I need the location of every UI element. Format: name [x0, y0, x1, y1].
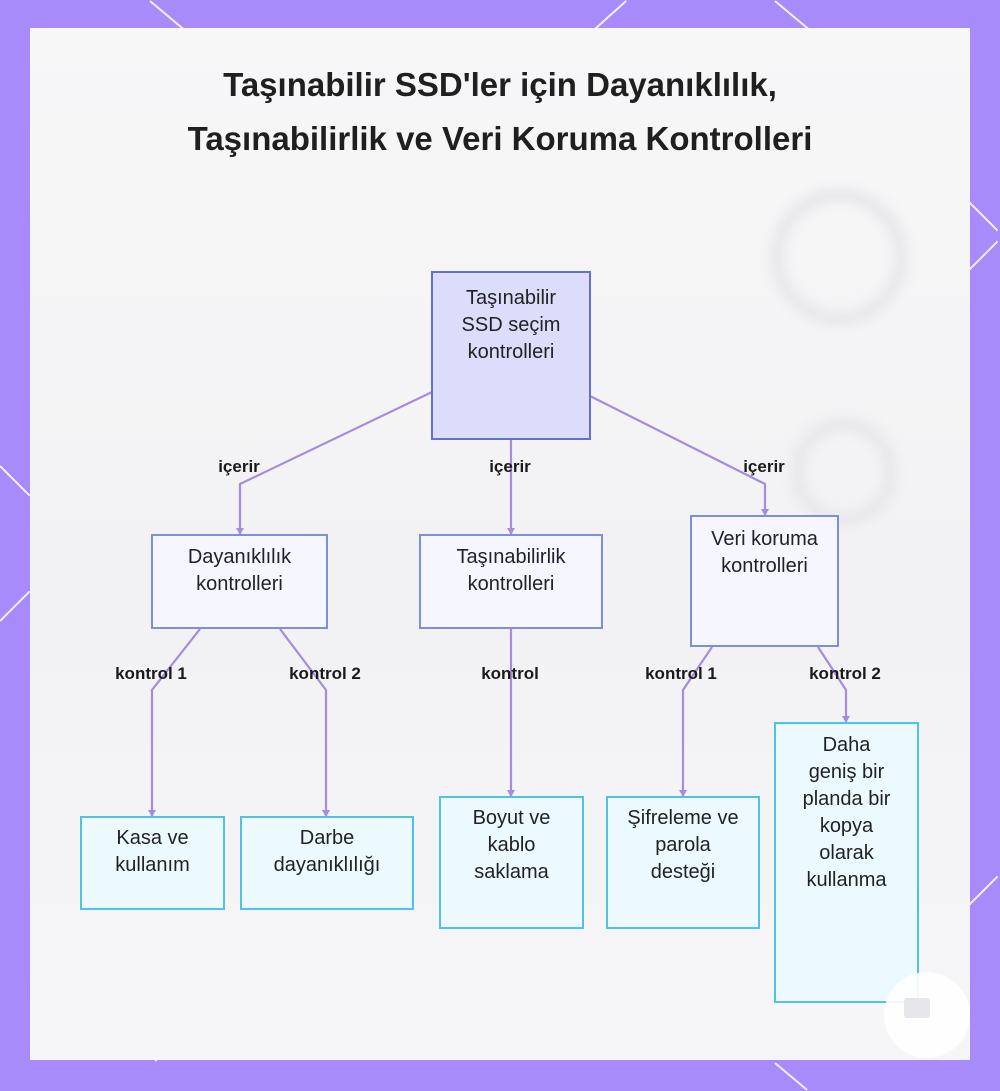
node-backup-copy: Daha geniş bir planda bir kopya olarak k… — [774, 722, 919, 1003]
page-title: Taşınabilir SSD'ler için Dayanıklılık, T… — [187, 66, 813, 157]
node-encryption: Şifreleme ve parola desteği — [606, 796, 760, 929]
node-data-protection-label: Veri koruma kontrolleri — [711, 528, 818, 577]
arrowhead — [322, 810, 330, 817]
edge-root-durability — [238, 391, 433, 534]
edge-label-data-encryption: kontrol 1 — [645, 664, 717, 683]
edge-label-root-data-protection: içerir — [743, 457, 785, 476]
arrowhead — [236, 528, 244, 535]
node-durability: Dayanıklılık kontrolleri — [151, 534, 328, 629]
node-size-cable-label: Boyut ve kablo saklama — [472, 807, 551, 883]
node-durability-label: Dayanıklılık kontrolleri — [187, 546, 292, 595]
edge-root-data-protection — [589, 395, 767, 515]
node-shock-resistance: Darbe dayanıklılığı — [240, 816, 414, 910]
node-size-cable: Boyut ve kablo saklama — [439, 796, 584, 929]
edge-data-backup — [817, 646, 848, 722]
node-portability: Taşınabilirlik kontrolleri — [419, 534, 603, 629]
node-shock-resistance-label: Darbe dayanıklılığı — [273, 827, 381, 876]
edge-durability-case — [150, 628, 201, 816]
edge-data-encryption — [681, 646, 713, 796]
arrowhead — [148, 810, 156, 817]
node-case-usage-label: Kasa ve kullanım — [115, 827, 190, 876]
edge-label-root-durability: içerir — [218, 457, 260, 476]
clapperboard-icon — [904, 998, 930, 1018]
edge-durability-shock — [279, 628, 328, 816]
node-data-protection: Veri koruma kontrolleri — [690, 515, 839, 647]
node-case-usage: Kasa ve kullanım — [80, 816, 225, 910]
node-encryption-label: Şifreleme ve parola desteği — [627, 807, 739, 883]
node-backup-copy-label: Daha geniş bir planda bir kopya olarak k… — [802, 734, 891, 891]
edge-label-durability-shock: kontrol 2 — [289, 664, 361, 683]
node-root-label: Taşınabilir SSD seçim kontrolleri — [461, 287, 561, 363]
arrowhead — [761, 509, 769, 516]
arrowhead — [679, 790, 687, 797]
edge-label-portability-size: kontrol — [481, 664, 539, 683]
node-portability-label: Taşınabilirlik kontrolleri — [456, 546, 566, 595]
edge-label-durability-case: kontrol 1 — [115, 664, 187, 683]
edge-label-data-backup: kontrol 2 — [809, 664, 881, 683]
arrowhead — [842, 716, 850, 723]
edge-label-root-portability: içerir — [489, 457, 531, 476]
arrowhead — [507, 528, 515, 535]
node-root: Taşınabilir SSD seçim kontrolleri — [431, 271, 591, 440]
arrowhead — [507, 790, 515, 797]
